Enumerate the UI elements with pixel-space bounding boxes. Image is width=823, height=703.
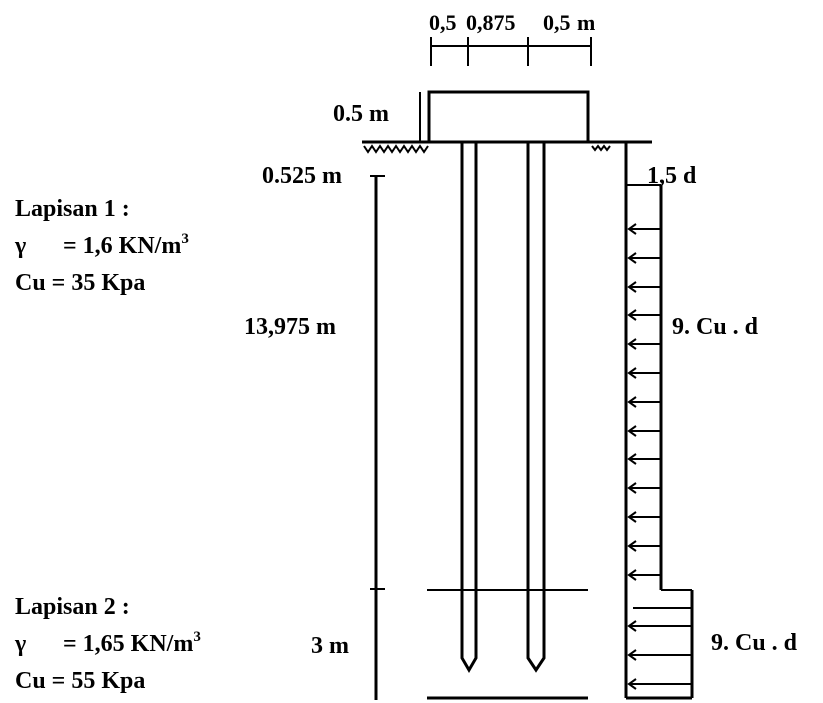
pressure-arrows-layer2 xyxy=(627,620,692,690)
depth-dimension-line xyxy=(370,175,385,700)
pressure-arrow xyxy=(627,453,661,465)
layer2-gamma-exponent: 3 xyxy=(193,629,201,645)
pile-right xyxy=(526,143,546,673)
pressure-arrow xyxy=(627,252,661,264)
layer1-depth-label: 13,975 m xyxy=(244,314,336,340)
layer1-gamma-value: = 1,6 KN/m3 xyxy=(63,231,189,259)
pressure-arrow xyxy=(627,511,661,523)
dimension-label-0-5-left: 0,5 xyxy=(429,10,457,35)
pressure-arrow xyxy=(627,540,661,552)
pressure-arrow xyxy=(627,281,661,293)
dimension-label-0-5-right: 0,5 xyxy=(543,10,571,35)
pressure-arrow xyxy=(627,396,661,408)
pressure-diagram-outline xyxy=(624,142,694,700)
pressure-arrow xyxy=(627,425,661,437)
dimension-unit: m xyxy=(577,10,595,35)
pressure-arrow xyxy=(627,678,692,690)
layer2-gamma-text: = 1,65 KN/m xyxy=(63,631,193,657)
layer1-gamma-text: = 1,6 KN/m xyxy=(63,233,181,259)
pressure-arrows-layer1 xyxy=(627,223,661,581)
pressure-arrow xyxy=(627,620,692,632)
pressure-arrow xyxy=(627,309,661,321)
layer1-cu: Cu = 35 Kpa xyxy=(15,270,145,296)
layer2-gamma-symbol: γ xyxy=(14,631,26,657)
layer2-title: Lapisan 2 : xyxy=(15,594,130,620)
pressure-arrow xyxy=(627,367,661,379)
pile-left xyxy=(460,143,478,673)
ground-surface xyxy=(362,140,652,154)
base-pressure-label: 1,5 d xyxy=(647,163,697,189)
pressure-arrow xyxy=(627,649,692,661)
pile-cap xyxy=(427,90,590,144)
layer1-title: Lapisan 1 : xyxy=(15,196,130,222)
embed-depth-label: 0.525 m xyxy=(262,163,342,189)
layer2-cu: Cu = 55 Kpa xyxy=(15,668,145,694)
top-dimension-line xyxy=(430,37,592,66)
layer2-depth-label: 3 m xyxy=(311,633,349,659)
cap-thickness-label: 0.5 m xyxy=(333,101,389,127)
layer2-gamma-value: = 1,65 KN/m3 xyxy=(63,629,201,657)
pressure-arrow xyxy=(627,338,661,350)
layer2-pressure-label: 9. Cu . d xyxy=(711,630,798,656)
pressure-arrow xyxy=(627,482,661,494)
layer1-pressure-label: 9. Cu . d xyxy=(672,314,759,340)
layer1-gamma-symbol: γ xyxy=(14,233,26,259)
dimension-label-0-875: 0,875 xyxy=(466,10,516,35)
layer1-gamma-exponent: 3 xyxy=(181,231,189,247)
pressure-arrow xyxy=(627,569,661,581)
pressure-arrow xyxy=(627,223,661,235)
